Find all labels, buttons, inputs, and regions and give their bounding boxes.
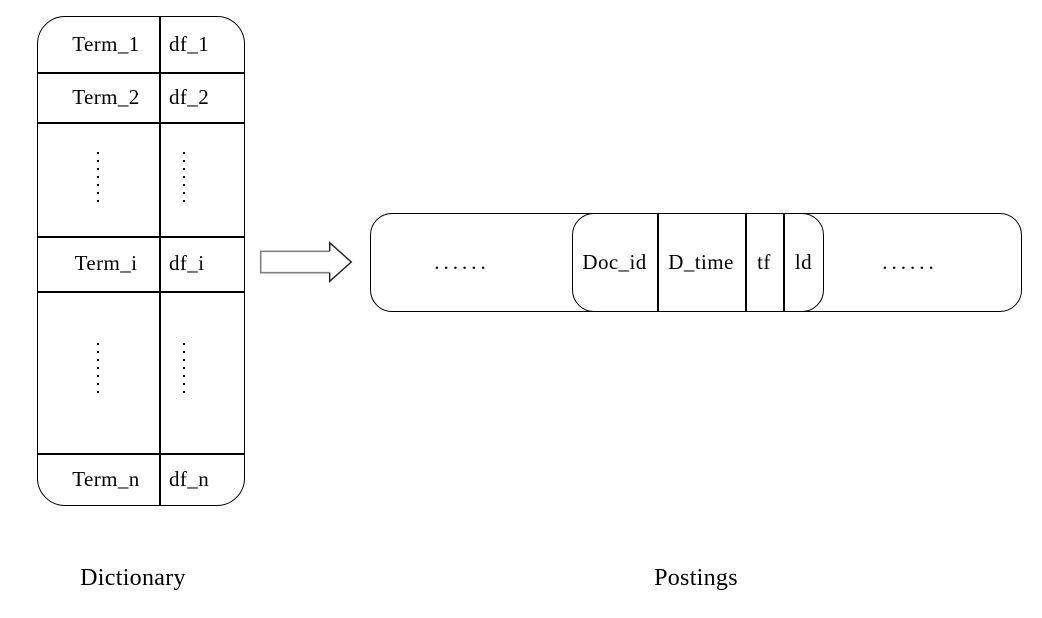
vertical-ellipsis xyxy=(97,343,99,393)
dictionary-df-cell: df_2 xyxy=(169,84,210,109)
dictionary-row-divider xyxy=(37,72,245,74)
dictionary-term-cell: Term_n xyxy=(72,467,140,491)
dictionary-df-cell: df_i xyxy=(169,251,205,275)
posting-field-divider xyxy=(783,213,785,312)
dictionary-caption: Dictionary xyxy=(80,564,186,591)
dictionary-row-divider xyxy=(37,122,245,124)
dictionary-column-divider xyxy=(159,16,161,506)
posting-field-ld: ld xyxy=(794,250,813,274)
postings-list xyxy=(370,213,1022,312)
arrow-shaft-outline xyxy=(259,250,330,274)
posting-field-divider xyxy=(657,213,659,312)
vertical-ellipsis xyxy=(97,152,99,202)
dictionary-term-cell: Term_i xyxy=(74,251,138,275)
dictionary-to-postings-arrow-icon xyxy=(259,241,353,283)
dictionary-df-cell: df_1 xyxy=(169,31,210,56)
postings-leading-ellipsis: ...... xyxy=(434,250,490,274)
posting-field-tf: tf xyxy=(757,250,771,274)
posting-field-d-time: D_time xyxy=(668,250,734,274)
posting-entry xyxy=(572,213,824,312)
dictionary-term-cell: Term_2 xyxy=(72,84,140,109)
vertical-ellipsis xyxy=(183,152,185,202)
arrow-head-outline xyxy=(329,241,353,283)
dictionary-table xyxy=(37,16,245,506)
postings-caption: Postings xyxy=(654,564,738,591)
vertical-ellipsis xyxy=(183,343,185,393)
postings-trailing-ellipsis: ...... xyxy=(882,250,938,274)
dictionary-term-cell: Term_1 xyxy=(72,31,140,56)
dictionary-row-divider xyxy=(37,236,245,238)
dictionary-row-divider xyxy=(37,453,245,455)
dictionary-row-divider xyxy=(37,291,245,293)
posting-field-doc-id: Doc_id xyxy=(582,250,647,274)
dictionary-df-cell: df_n xyxy=(169,467,210,491)
posting-field-divider xyxy=(745,213,747,312)
